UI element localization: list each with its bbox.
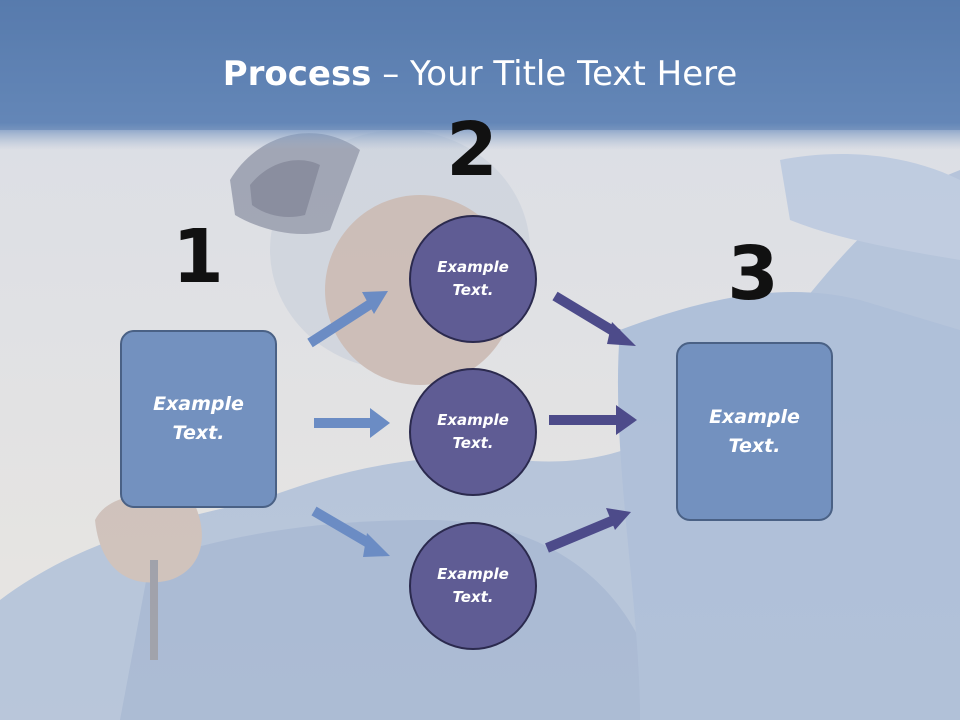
circle-1-line-2: Text. xyxy=(452,281,494,299)
arrows-in xyxy=(307,291,390,557)
title-bold: Process xyxy=(222,54,372,94)
left-box-line-1: Example xyxy=(153,393,244,415)
circle-3-line-2: Text. xyxy=(452,588,494,606)
circle-3-text: Example Text. xyxy=(437,563,509,609)
circle-2-line-1: Example xyxy=(437,411,509,429)
right-box-line-1: Example xyxy=(709,405,800,428)
left-box-text: Example Text. xyxy=(153,390,244,448)
step-number-2: 2 xyxy=(446,107,498,193)
title-rest: – Your Title Text Here xyxy=(371,54,738,94)
step-number-1: 1 xyxy=(172,214,224,300)
circle-1-text: Example Text. xyxy=(437,256,509,302)
circle-1-line-1: Example xyxy=(437,258,509,276)
slide-title: Process – Your Title Text Here xyxy=(0,52,960,96)
right-box-text: Example Text. xyxy=(709,403,800,461)
circle-2-line-2: Text. xyxy=(452,434,494,452)
arrow-from-circle-2 xyxy=(549,405,637,435)
circle-1[interactable]: Example Text. xyxy=(409,215,537,343)
arrows-out xyxy=(545,291,637,553)
right-box[interactable]: Example Text. xyxy=(676,342,833,521)
step-number-3: 3 xyxy=(727,231,779,317)
arrow-from-circle-1 xyxy=(552,291,636,346)
arrow-to-circle-2 xyxy=(314,408,390,438)
circle-3[interactable]: Example Text. xyxy=(409,522,537,650)
arrow-to-circle-1 xyxy=(307,291,388,348)
left-box[interactable]: Example Text. xyxy=(120,330,277,508)
circle-2-text: Example Text. xyxy=(437,409,509,455)
circle-3-line-1: Example xyxy=(437,565,509,583)
arrow-from-circle-3 xyxy=(545,508,631,553)
left-box-line-2: Text. xyxy=(172,422,225,444)
arrow-to-circle-3 xyxy=(311,506,390,557)
right-box-line-2: Text. xyxy=(728,434,781,457)
circle-2[interactable]: Example Text. xyxy=(409,368,537,496)
